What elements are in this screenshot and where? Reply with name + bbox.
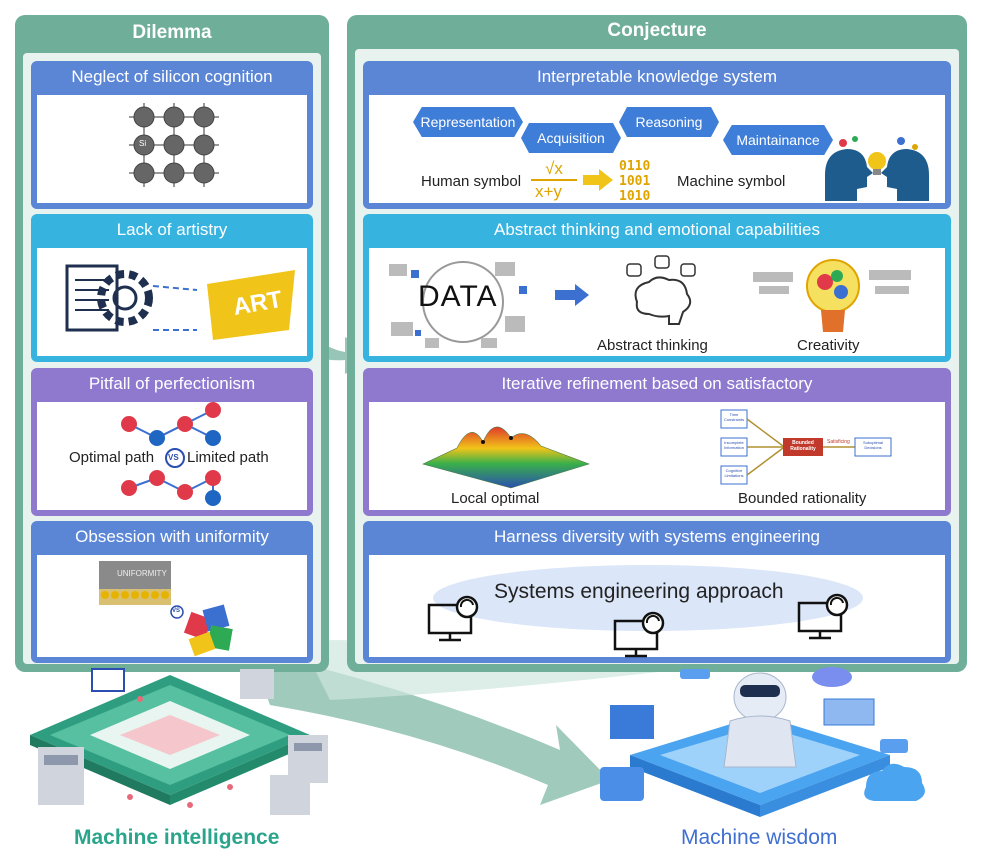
formula-divider <box>531 179 577 181</box>
machine-intelligence-chip-illustration <box>30 668 328 815</box>
head-exchange-icon <box>825 136 929 201</box>
silicon-lattice-icon <box>129 103 219 187</box>
panel-title: Abstract thinking and emotional capabili… <box>493 220 821 239</box>
panel-body: Optimal path VS Limited path <box>37 402 307 510</box>
uniformity-puzzle-icon <box>99 561 233 657</box>
panel-title: Pitfall of perfectionism <box>88 374 256 393</box>
formula-bottom: x+y <box>535 182 562 201</box>
optimal-path-label: Optimal path <box>69 449 155 466</box>
panel-title: Obsession with uniformity <box>75 527 269 546</box>
panel-knowledge-system: Interpretable knowledge system Represent… <box>363 61 951 209</box>
local-optimal-label: Local optimal <box>451 490 540 507</box>
formula-top: √x <box>545 159 563 178</box>
panel-body: DATA Abstract thinking Creativity <box>369 248 945 356</box>
panel-title: Iterative refinement based on satisfacto… <box>501 374 813 393</box>
panel-iterative-refinement: Iterative refinement based on satisfacto… <box>363 368 951 516</box>
si-label: Si <box>139 139 147 148</box>
book-gear-icon <box>65 264 295 340</box>
machine-symbol-label: Machine symbol <box>677 173 786 190</box>
dilemma-title: Dilemma <box>132 22 212 43</box>
vs-badge: VS <box>168 453 179 462</box>
bounded-rationality-label: Bounded rationality <box>738 490 867 507</box>
step-maintainance: Maintainance <box>723 125 833 155</box>
panel-body: ART <box>37 248 307 356</box>
panel-pitfall-perfectionism: Pitfall of perfectionism Optimal path VS… <box>31 368 313 516</box>
input-incomplete-information: Incomplete Information <box>723 440 744 450</box>
data-text: DATA <box>418 280 498 313</box>
panel-body: Representation Acquisition Reasoning Mai… <box>369 95 945 204</box>
panel-title: Lack of artistry <box>116 220 228 239</box>
approach-label: Systems engineering approach <box>494 580 784 603</box>
bounded-rationality-diagram <box>720 409 892 485</box>
creativity-label: Creativity <box>797 337 860 354</box>
machine-intelligence-label: Machine intelligence <box>74 826 280 849</box>
arrow-right-icon <box>555 284 589 306</box>
brain-icon <box>626 255 696 325</box>
abstract-thinking-label: Abstract thinking <box>597 337 708 354</box>
panel-body: Local optimal Time Constraints Incomplet… <box>369 402 945 510</box>
input-time-constraints: Time Constraints <box>723 412 745 422</box>
monitor-sync-icon <box>797 593 849 640</box>
step-representation: Representation <box>413 107 523 137</box>
satisficing-label: Satisficing <box>827 439 850 445</box>
human-symbol-label: Human symbol <box>421 173 522 190</box>
bounded-rationality-box: Bounded Rationality <box>790 440 816 452</box>
monitor-sync-icon <box>613 611 665 658</box>
panel-title: Interpretable knowledge system <box>536 67 778 86</box>
panel-uniformity: Obsession with uniformity UNIFORMITY VS <box>31 521 313 663</box>
panel-body: UNIFORMITY VS <box>37 555 307 657</box>
limited-path-label: Limited path <box>187 449 269 466</box>
data-collage-icon <box>389 261 527 348</box>
panel-harness-diversity: Harness diversity with systems engineeri… <box>363 521 951 663</box>
vs-badge: VS <box>172 608 181 614</box>
panel-lack-of-artistry: Lack of artistry ART <box>31 214 313 362</box>
machine-wisdom-label: Machine wisdom <box>681 826 838 849</box>
panel-title: Neglect of silicon cognition <box>71 67 273 86</box>
creativity-bulb-icon <box>753 259 911 332</box>
input-cognitive-limitations: Cognitive Limitations <box>724 468 744 478</box>
panel-abstract-thinking: Abstract thinking and emotional capabili… <box>363 214 951 362</box>
binary-line-2: 1001 <box>619 174 651 189</box>
panel-body: Si <box>37 95 307 203</box>
path-network-icon <box>121 402 221 506</box>
panel-body: Systems engineering approach <box>369 555 945 658</box>
arrow-right-icon <box>583 169 613 191</box>
uniformity-sign-text: UNIFORMITY <box>117 569 167 578</box>
binary-line-3: 1010 <box>619 189 651 204</box>
machine-wisdom-robot-illustration <box>600 667 925 817</box>
panel-title: Harness diversity with systems engineeri… <box>494 527 820 546</box>
step-acquisition: Acquisition <box>521 123 621 153</box>
suboptimal-decisions-box: Suboptimal Decisions <box>862 440 883 450</box>
conjecture-title: Conjecture <box>607 20 707 41</box>
local-optimal-surface-icon <box>422 426 590 489</box>
monitor-sync-icon <box>427 595 479 642</box>
step-reasoning: Reasoning <box>619 107 719 137</box>
binary-line-1: 0110 <box>619 159 651 174</box>
panel-silicon-cognition: Neglect of silicon cognition Si <box>31 61 313 209</box>
